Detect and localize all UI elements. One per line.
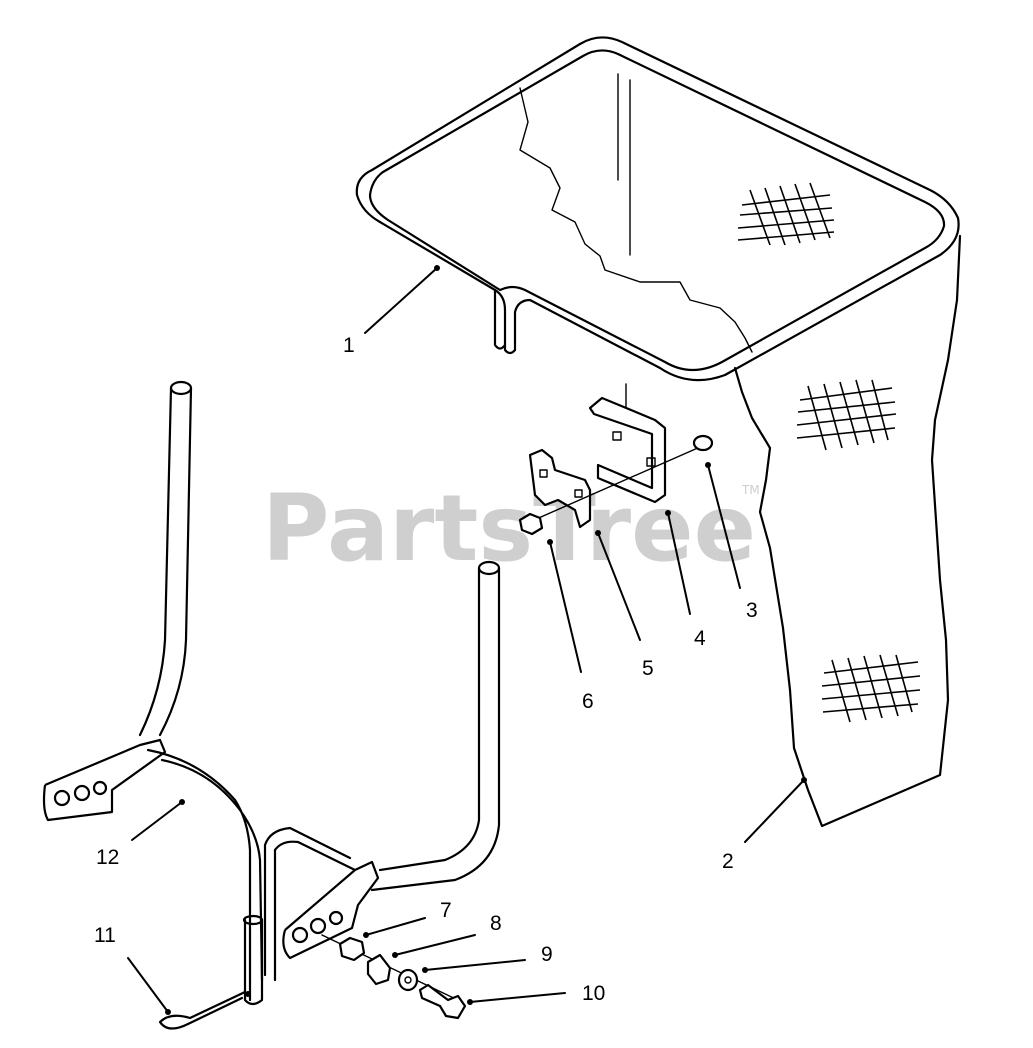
watermark-tm: TM	[741, 483, 760, 497]
mesh-patch-top	[737, 182, 835, 246]
callout-6: 6	[582, 690, 594, 713]
callout-10: 10	[582, 982, 605, 1005]
callout-8: 8	[490, 912, 502, 935]
callout-9: 9	[541, 943, 553, 966]
callout-7: 7	[440, 899, 452, 922]
callout-5: 5	[642, 657, 654, 680]
callout-1: 1	[343, 334, 355, 357]
mesh-patch-middle	[796, 379, 897, 451]
callout-2: 2	[722, 850, 734, 873]
callout-3: 3	[746, 599, 758, 622]
callout-11: 11	[94, 924, 116, 947]
leader-lines	[127, 265, 807, 1015]
hairpin-clip	[158, 990, 251, 1030]
bag-frame	[355, 36, 960, 382]
watermark-text: PartsTree	[262, 475, 756, 582]
mounting-frame	[42, 380, 501, 1006]
callout-12: 12	[96, 846, 119, 869]
fastener-stack	[321, 934, 467, 1020]
bracket-assembly	[518, 383, 714, 536]
mesh-patch-bottom	[821, 654, 921, 723]
callout-4: 4	[694, 627, 706, 650]
grass-bag	[733, 182, 962, 828]
callout-numbers: 1 2 3 4 5 6 7 8 9 10 11 12	[94, 334, 758, 1005]
